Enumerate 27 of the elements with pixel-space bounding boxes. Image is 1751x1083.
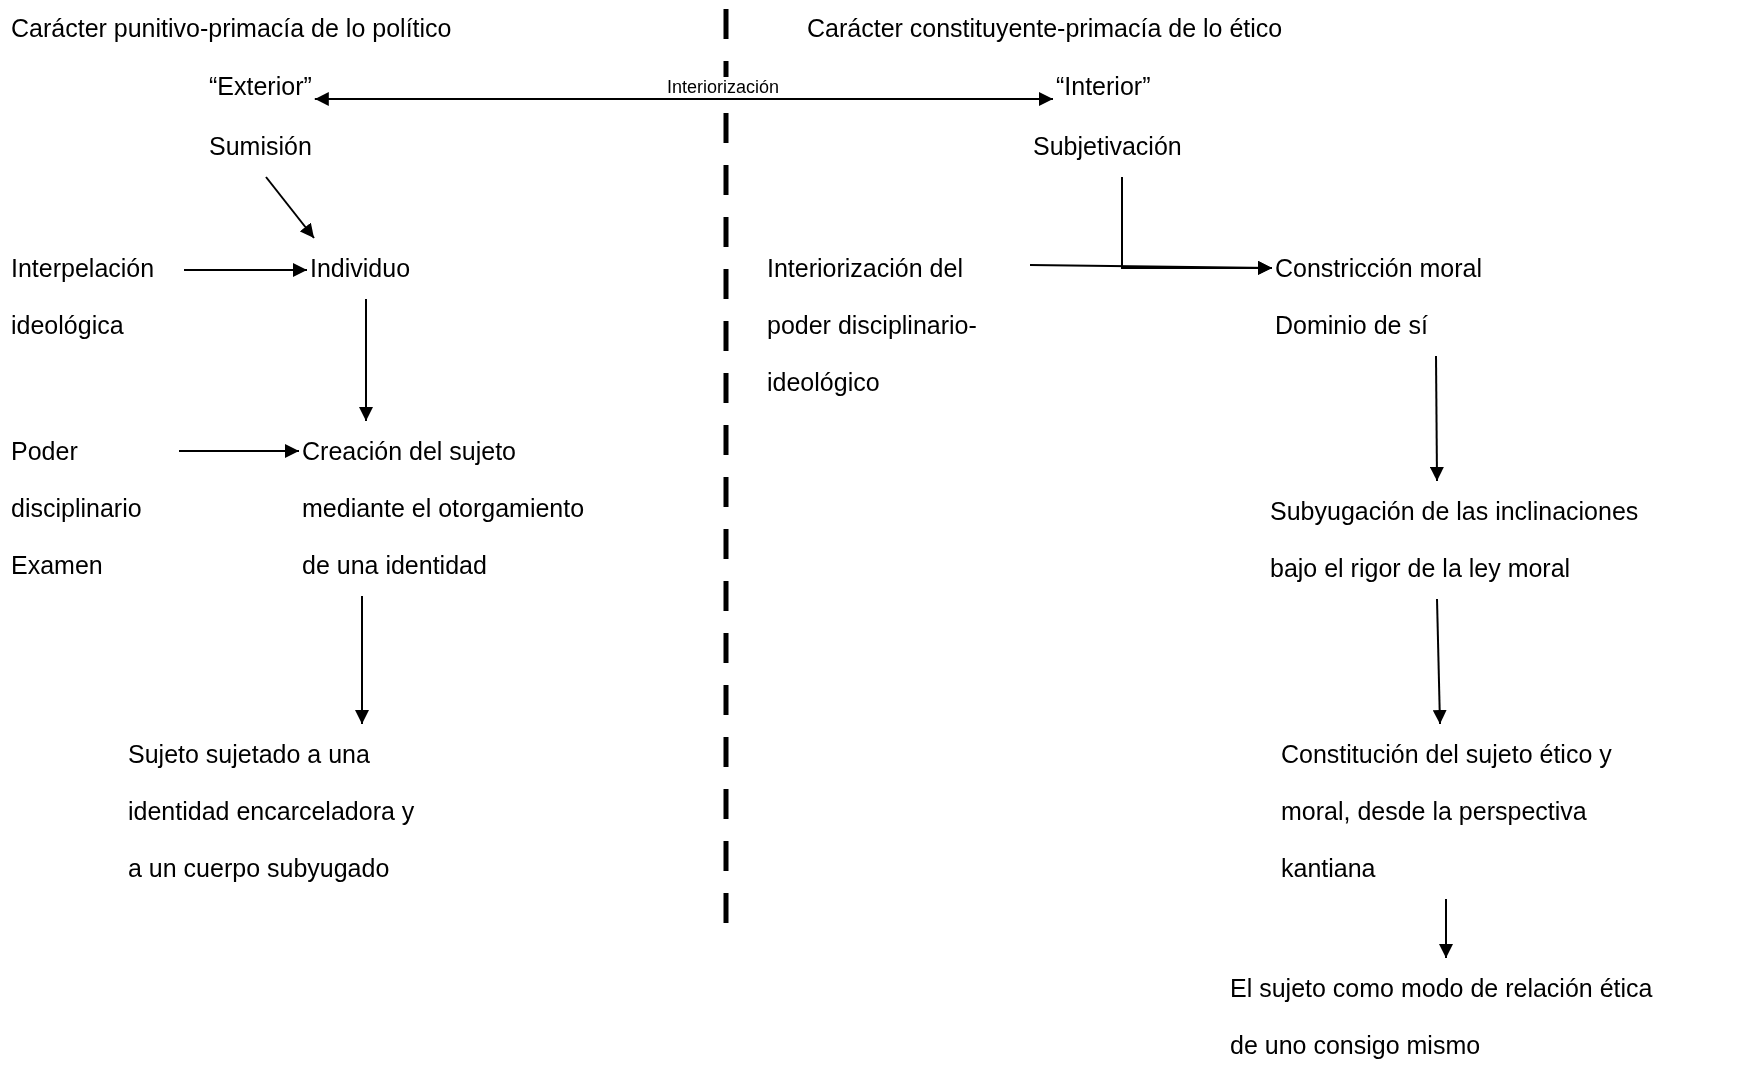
arrow	[183, 263, 308, 277]
node-text: Creación del sujeto mediante el otorgamiento de una identidad	[302, 436, 586, 581]
node-text: El sujeto como modo de relación ética de uno consigo mismo	[1230, 973, 1654, 1061]
arrow	[265, 176, 315, 239]
arrow	[313, 92, 1054, 106]
arrow	[355, 595, 369, 725]
node-text: Constitución del sujeto ético y moral, desde la perspectiva kantiana	[1281, 739, 1613, 884]
node-text: Subyugación de las inclinaciones bajo el rigor de la ley moral	[1270, 496, 1640, 584]
node-text: Interpelación ideológica	[11, 253, 156, 341]
arrow	[1121, 176, 1273, 275]
arrow	[178, 444, 300, 458]
node-text: Individuo	[310, 253, 411, 284]
node-text: “Exterior”	[209, 71, 312, 102]
node-text: Dominio de sí	[1275, 310, 1429, 341]
arrow	[1439, 898, 1453, 959]
heading-text: Carácter constituyente-primacía de lo ético	[807, 13, 1283, 44]
node-text: Subjetivación	[1033, 131, 1182, 162]
node-text: “Interior”	[1056, 71, 1151, 102]
node-text: Poder disciplinario Examen	[11, 436, 143, 581]
arrow	[1432, 598, 1447, 725]
heading-text: Carácter punitivo-primacía de lo político	[11, 13, 452, 44]
node-text: Sujeto sujetado a una identidad encarceladora y a un cuerpo subyugado	[128, 739, 416, 884]
node-text: Constricción moral	[1275, 253, 1482, 284]
arrow	[1429, 355, 1444, 482]
node-text: Interiorización del poder disciplinario- ideológico	[767, 253, 978, 398]
arrow	[359, 298, 373, 422]
node-text: Sumisión	[209, 131, 312, 162]
